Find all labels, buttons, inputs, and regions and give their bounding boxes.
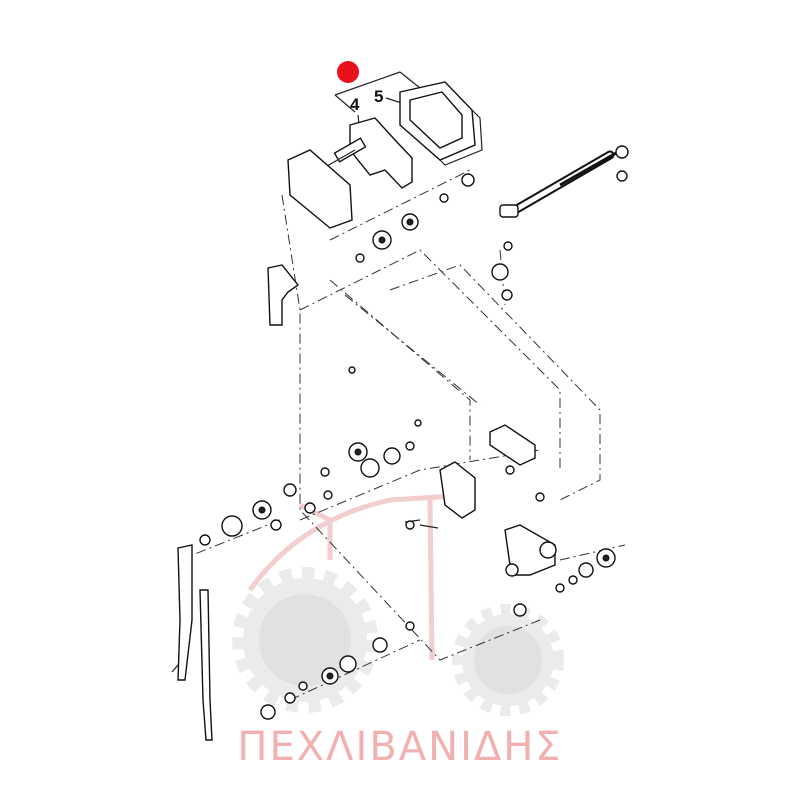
tractor-logo-watermark (232, 492, 564, 716)
part-5-cover (399, 81, 483, 166)
door-handle (504, 524, 557, 577)
gas-strut (499, 145, 629, 218)
callout-label-5: 5 (374, 87, 383, 106)
fasteners (199, 173, 616, 720)
part-4-bracket (319, 117, 413, 189)
callout-label-4: 4 (350, 95, 360, 114)
frame-outline (179, 169, 626, 701)
watermark-text: ΠΕΧΛΙΒΑΝΙΔΗΣ (237, 724, 562, 770)
marker-dot (337, 61, 359, 83)
mounting-plate (287, 149, 353, 229)
hinge-block (439, 424, 536, 519)
latch-lever (267, 264, 300, 326)
bolts (404, 519, 439, 529)
wiper-arm-assembly (171, 544, 213, 741)
